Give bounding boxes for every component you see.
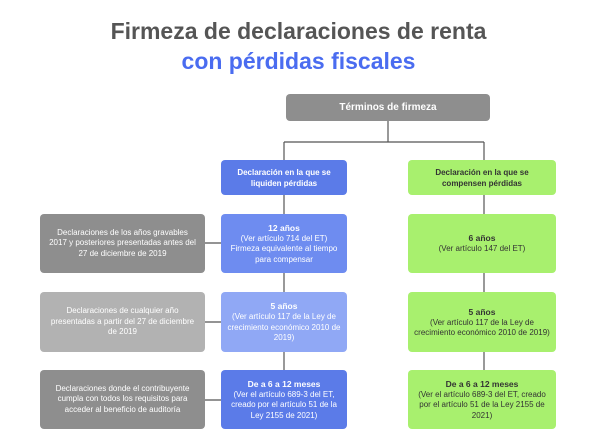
condition-2-text: Declaraciones de cualquier año presentad… (50, 306, 195, 337)
right-item-1-heading: 6 años (468, 233, 496, 244)
root-label: Términos de firmeza (339, 101, 437, 113)
right-item-3-heading: De a 6 a 12 meses (445, 378, 519, 389)
left-item-2-heading: 5 años (270, 301, 298, 312)
left-item-3: De a 6 a 12 meses (Ver el artículo 689-3… (221, 370, 347, 429)
left-item-2: 5 años (Ver artículo 117 de la Ley de cr… (221, 292, 347, 352)
right-item-1: 6 años (Ver artículo 147 del ET) (408, 214, 556, 273)
left-branch-header: Declaración en la que se liquiden pérdid… (221, 160, 347, 195)
condition-1: Declaraciones de los años gravables 2017… (40, 214, 205, 273)
left-item-1: 12 años (Ver artículo 714 del ET) Firmez… (221, 214, 347, 273)
right-item-3-body: (Ver el artículo 689-3 del ET, creado po… (418, 389, 546, 420)
right-item-2-body: (Ver artículo 117 de la Ley de crecimien… (414, 317, 550, 338)
left-item-1-heading: 12 años (268, 222, 300, 233)
root-box: Términos de firmeza (286, 94, 490, 121)
left-item-1-body: (Ver artículo 714 del ET) Firmeza equiva… (230, 233, 338, 264)
condition-3-text: Declaraciones donde el contribuyente cum… (55, 383, 190, 414)
condition-1-text: Declaraciones de los años gravables 2017… (49, 227, 196, 258)
right-item-3: De a 6 a 12 meses (Ver el artículo 689-3… (408, 370, 556, 429)
title-line-1: Firmeza de declaraciones de renta (110, 18, 487, 44)
right-item-2: 5 años (Ver artículo 117 de la Ley de cr… (408, 292, 556, 352)
left-item-2-body: (Ver artículo 117 de la Ley de crecimien… (227, 312, 341, 343)
condition-2: Declaraciones de cualquier año presentad… (40, 292, 205, 352)
right-item-2-heading: 5 años (468, 306, 496, 317)
title-line-2: con pérdidas fiscales (181, 48, 416, 74)
left-item-3-heading: De a 6 a 12 meses (247, 378, 321, 389)
right-branch-header-label: Declaración en la que se compensen pérdi… (435, 167, 529, 188)
condition-3: Declaraciones donde el contribuyente cum… (40, 370, 205, 429)
right-branch-header: Declaración en la que se compensen pérdi… (408, 160, 556, 195)
right-item-1-body: (Ver artículo 147 del ET) (438, 244, 526, 254)
left-branch-header-label: Declaración en la que se liquiden pérdid… (237, 167, 331, 188)
left-item-3-body: (Ver el artículo 689-3 del ET, creado po… (231, 389, 337, 420)
